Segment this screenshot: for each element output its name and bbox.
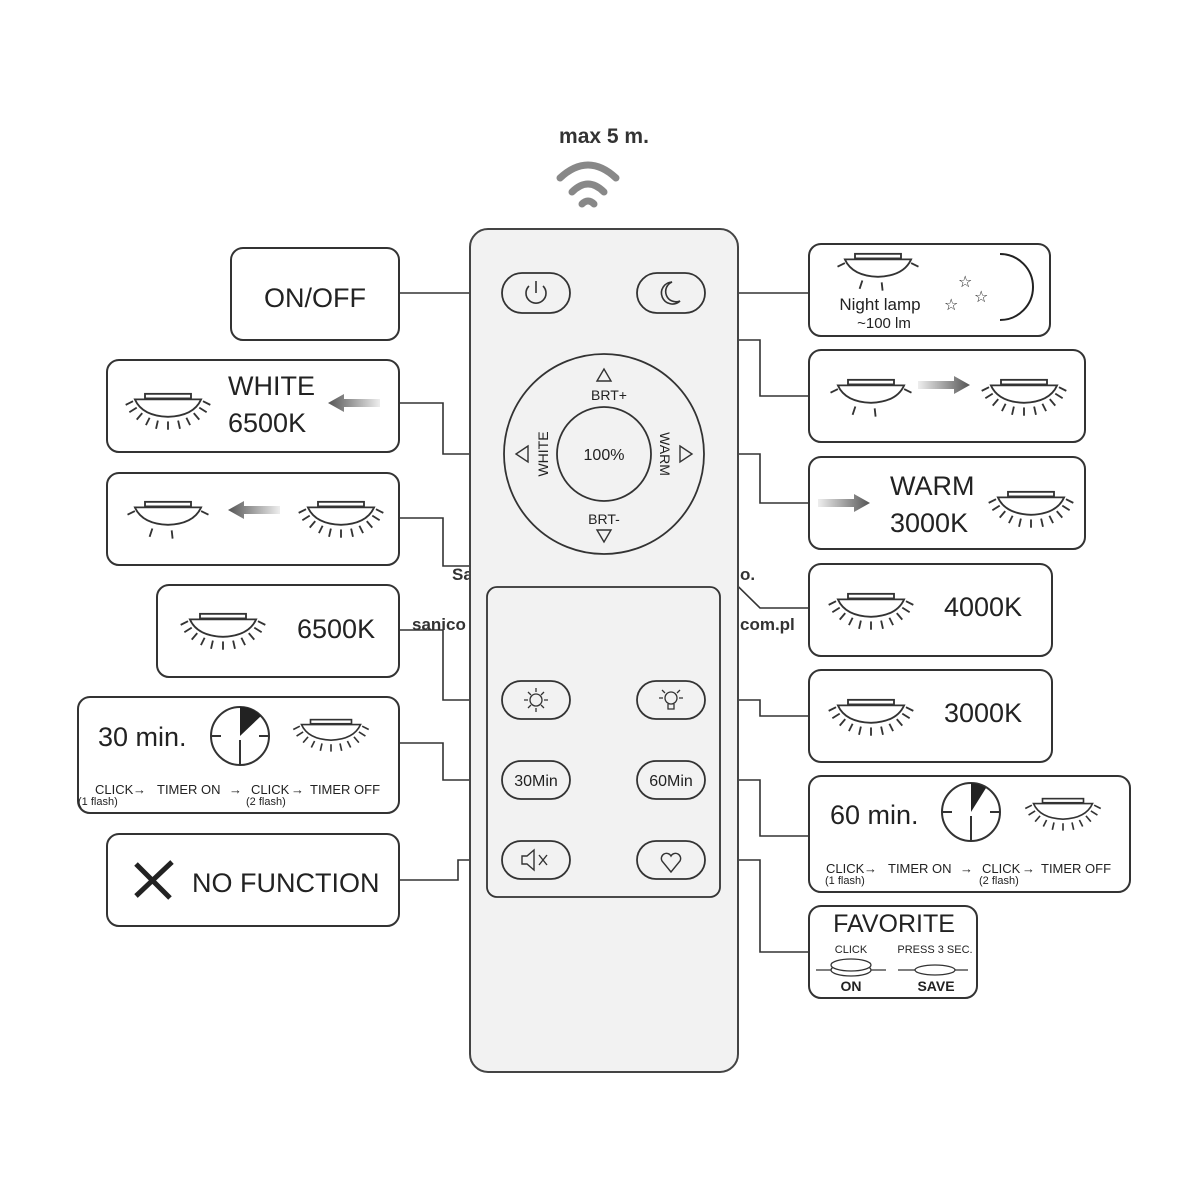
- warm-label: WARM: [657, 432, 673, 476]
- arrow-right-icon: [818, 494, 870, 512]
- svg-text:WHITE: WHITE: [228, 371, 315, 401]
- svg-text:CLICK: CLICK: [835, 944, 868, 956]
- center-label: 100%: [584, 447, 625, 464]
- svg-text:Night lamp: Night lamp: [839, 295, 920, 314]
- center-button[interactable]: [556, 406, 652, 502]
- watermark-d: com.pl: [740, 615, 795, 634]
- lower-panel: [486, 586, 721, 898]
- white-label: WHITE: [535, 431, 551, 476]
- cold-light-button[interactable]: [501, 680, 571, 720]
- svg-text:CLICK: CLICK: [95, 782, 134, 797]
- svg-text:WARM: WARM: [890, 471, 974, 501]
- timer-60-button[interactable]: 60Min: [636, 760, 706, 800]
- svg-text:→: →: [960, 861, 973, 876]
- svg-text:☆: ☆: [974, 289, 988, 306]
- svg-text:TIMER ON: TIMER ON: [157, 782, 221, 797]
- wifi-icon: [556, 161, 620, 208]
- svg-text:60Min: 60Min: [649, 773, 693, 790]
- svg-text:30 min.: 30 min.: [98, 722, 187, 752]
- clock-icon: [210, 706, 270, 766]
- svg-text:6500K: 6500K: [297, 614, 375, 644]
- brt-minus-label: BRT-: [588, 511, 620, 527]
- bulb-icon: [659, 689, 683, 710]
- warm-light-button[interactable]: [636, 680, 706, 720]
- mute-button[interactable]: [501, 840, 571, 880]
- remote-control: 100% BRT+ BRT- WHITE WARM 30Min 60Min: [469, 228, 739, 1073]
- warm-button[interactable]: [679, 444, 694, 464]
- svg-text:FAVORITE: FAVORITE: [833, 910, 955, 938]
- svg-text:→: →: [864, 861, 877, 876]
- watermark-a: Sa: [452, 565, 473, 584]
- svg-text:4000K: 4000K: [944, 592, 1022, 622]
- svg-text:NO FUNCTION: NO FUNCTION: [192, 868, 379, 898]
- svg-text:6500K: 6500K: [228, 408, 306, 438]
- power-button[interactable]: [501, 272, 571, 314]
- watermark-b: o.: [740, 565, 755, 584]
- svg-text:TIMER ON: TIMER ON: [888, 861, 952, 876]
- svg-text:(1 flash): (1 flash): [825, 875, 865, 887]
- timer30-box: 30 min. CLICK(1 flash) → TIMER ON → CLIC…: [77, 696, 400, 814]
- arrow: →: [133, 782, 146, 797]
- brt-plus-button[interactable]: [595, 367, 613, 382]
- svg-text:ON/OFF: ON/OFF: [264, 283, 366, 313]
- k6500-box: 6500K: [156, 584, 400, 678]
- brighten-box: [808, 349, 1086, 443]
- night-box: Night lamp ~100 lm ☆☆☆: [808, 243, 1051, 337]
- svg-text:~100 lm: ~100 lm: [857, 315, 911, 332]
- svg-text:(2 flash): (2 flash): [979, 875, 1019, 887]
- svg-text:☆: ☆: [944, 297, 958, 314]
- svg-text:→: →: [229, 782, 242, 797]
- brt-plus-label: BRT+: [591, 387, 627, 403]
- svg-text:TIMER OFF: TIMER OFF: [1041, 861, 1111, 876]
- timer-30-button[interactable]: 30Min: [501, 760, 571, 800]
- svg-text:CLICK: CLICK: [826, 861, 865, 876]
- watermark-c: sanico: [412, 615, 466, 634]
- svg-text:CLICK: CLICK: [982, 861, 1021, 876]
- dim-box: [106, 472, 400, 566]
- svg-text:☆: ☆: [958, 274, 972, 291]
- svg-text:PRESS 3 SEC.: PRESS 3 SEC.: [897, 944, 972, 956]
- arrow-left-icon: [328, 394, 380, 412]
- svg-text:(1 flash): (1 flash): [78, 796, 118, 808]
- night-button[interactable]: [636, 272, 706, 314]
- svg-text:TIMER OFF: TIMER OFF: [310, 782, 380, 797]
- brt-minus-button[interactable]: [595, 529, 613, 544]
- mute-icon: [521, 848, 548, 872]
- power-icon: [525, 281, 547, 304]
- svg-text:(2 flash): (2 flash): [246, 796, 286, 808]
- cross-icon: [134, 860, 174, 900]
- onoff-box: ON/OFF: [230, 247, 400, 341]
- nofunction-box: NO FUNCTION: [106, 833, 400, 927]
- moon-icon: [660, 281, 681, 305]
- arrow-left-icon: [228, 501, 280, 519]
- timer60-box: 60 min. CLICK(1 flash) → TIMER ON → CLIC…: [808, 775, 1131, 893]
- svg-text:→: →: [1022, 861, 1035, 876]
- clock-icon: [941, 782, 1001, 842]
- svg-text:3000K: 3000K: [890, 508, 968, 538]
- svg-text:30Min: 30Min: [514, 773, 558, 790]
- white-button[interactable]: [514, 444, 529, 464]
- heart-icon: [660, 852, 682, 874]
- favorite-button[interactable]: [636, 840, 706, 880]
- favorite-box: FAVORITE CLICK PRESS 3 SEC. ON SAVE: [808, 905, 978, 999]
- button-press-icon: [816, 958, 968, 977]
- svg-text:→: →: [291, 782, 304, 797]
- white-box: WHITE 6500K: [106, 359, 400, 453]
- k4000-box: 4000K: [808, 563, 1053, 657]
- range-label: max 5 m.: [559, 125, 649, 148]
- svg-text:ON: ON: [841, 978, 862, 994]
- moon-stars-icon: [999, 253, 1034, 321]
- svg-text:CLICK: CLICK: [251, 782, 290, 797]
- svg-text:60 min.: 60 min.: [830, 800, 919, 830]
- svg-text:SAVE: SAVE: [917, 978, 954, 994]
- warm-box: WARM 3000K: [808, 456, 1086, 550]
- k3000-box: 3000K: [808, 669, 1053, 763]
- arrow-right-icon: [918, 376, 970, 394]
- sun-icon: [524, 688, 548, 712]
- svg-text:3000K: 3000K: [944, 698, 1022, 728]
